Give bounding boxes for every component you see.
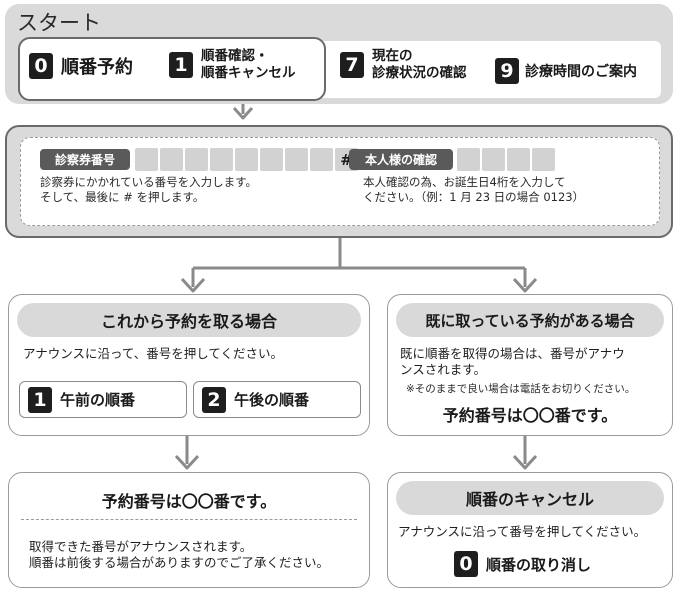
existing-reservation-title: 既に取っている予約がある場合 [396,303,664,337]
new-reservation-title: これから予約を取る場合 [17,303,361,337]
option-hours[interactable]: 9 診療時間のご案内 [495,58,637,84]
digit-box [210,148,233,171]
digit-box [235,148,258,171]
option-badge: 1 [169,52,193,78]
digit-box [185,148,208,171]
result-divider [21,519,357,520]
digit-box [285,148,308,171]
cancel-instruction: アナウンスに沿って番号を押してください。 [398,524,647,539]
option-cancel-reservation[interactable]: 0 順番の取り消し [454,551,591,577]
option-badge: 1 [28,386,52,413]
start-title: スタート [17,11,101,35]
text-line: ンスされます。 [400,362,487,377]
new-reservation-panel: これから予約を取る場合 アナウンスに沿って、番号を押してください。 1 午前の順… [8,294,370,436]
option-badge: 2 [202,386,226,413]
option-badge: 9 [495,58,519,84]
new-reservation-instruction: アナウンスに沿って、番号を押してください。 [23,346,284,361]
help-line: そして、最後に # を押します。 [40,190,205,204]
option-label-line1: 順番確認・ [201,48,269,64]
card-number-input[interactable]: # [135,148,360,171]
existing-reservation-note: ※そのままで良い場合は電話をお切りください。 [406,383,636,395]
option-badge: 0 [29,53,53,79]
digit-box [260,148,283,171]
option-label: 午前の順番 [60,391,136,409]
result-panel: 予約番号は〇〇番です。 取得できた番号がアナウンスされます。 順番は前後する場合… [8,472,370,588]
option-afternoon[interactable]: 2 午後の順番 [193,381,361,418]
text-line: 取得できた番号がアナウンスされます。 [29,539,253,554]
identity-help: 本人確認の為、お誕生日4桁を入力して ください。（例：1 月 23 日の場合 0… [363,175,584,205]
option-badge: 7 [340,52,364,78]
digit-box [310,148,333,171]
input-panel: 診察券番号 # 診察券にかかれている番号を入力します。 そして、最後に # を押… [5,125,673,238]
option-label: 午後の順番 [234,391,310,409]
result-text: 取得できた番号がアナウンスされます。 順番は前後する場合がありますのでご了承くだ… [29,539,329,571]
option-reserve[interactable]: 0 順番予約 [29,53,133,79]
help-line: ください。（例：1 月 23 日の場合 0123） [363,190,585,204]
option-badge: 0 [454,551,478,577]
cancel-panel: 順番のキャンセル アナウンスに沿って番号を押してください。 0 順番の取り消し [387,472,673,588]
option-label: 診療時間のご案内 [525,64,637,80]
option-morning[interactable]: 1 午前の順番 [19,381,187,418]
option-label-line2: 診療状況の確認 [372,65,467,81]
text-line: 既に順番を取得の場合は、番号がアナウ [400,346,625,361]
digit-box [507,148,530,171]
digit-box [135,148,158,171]
help-line: 診察券にかかれている番号を入力します。 [40,175,258,189]
option-label-line2: 順番キャンセル [201,65,296,81]
digit-box [532,148,555,171]
help-line: 本人確認の為、お誕生日4桁を入力して [363,175,566,189]
card-number-tag: 診察券番号 [40,149,130,170]
option-status[interactable]: 7 現在の 診療状況の確認 [340,48,467,82]
identity-tag: 本人様の確認 [349,149,453,170]
digit-box [482,148,505,171]
digit-box [160,148,183,171]
cancel-title: 順番のキャンセル [396,481,664,515]
existing-reservation-text: 既に順番を取得の場合は、番号がアナウ ンスされます。 [400,346,625,378]
digit-box [457,148,480,171]
option-label: 順番予約 [61,57,133,78]
option-label-line1: 現在の [372,48,413,64]
result-title: 予約番号は〇〇番です。 [101,492,277,511]
card-number-help: 診察券にかかれている番号を入力します。 そして、最後に # を押します。 [40,175,257,205]
text-line: 順番は前後する場合がありますのでご了承ください。 [29,555,330,570]
birthday-input[interactable] [457,148,557,171]
existing-reservation-result: 予約番号は〇〇番です。 [442,406,618,425]
start-panel: スタート 0 順番予約 1 順番確認・ 順番キャンセル 7 現在の 診療状況の確… [5,4,673,104]
option-check-cancel[interactable]: 1 順番確認・ 順番キャンセル [169,48,296,82]
option-label: 順番の取り消し [486,555,592,574]
existing-reservation-panel: 既に取っている予約がある場合 既に順番を取得の場合は、番号がアナウ ンスされます… [387,294,673,436]
